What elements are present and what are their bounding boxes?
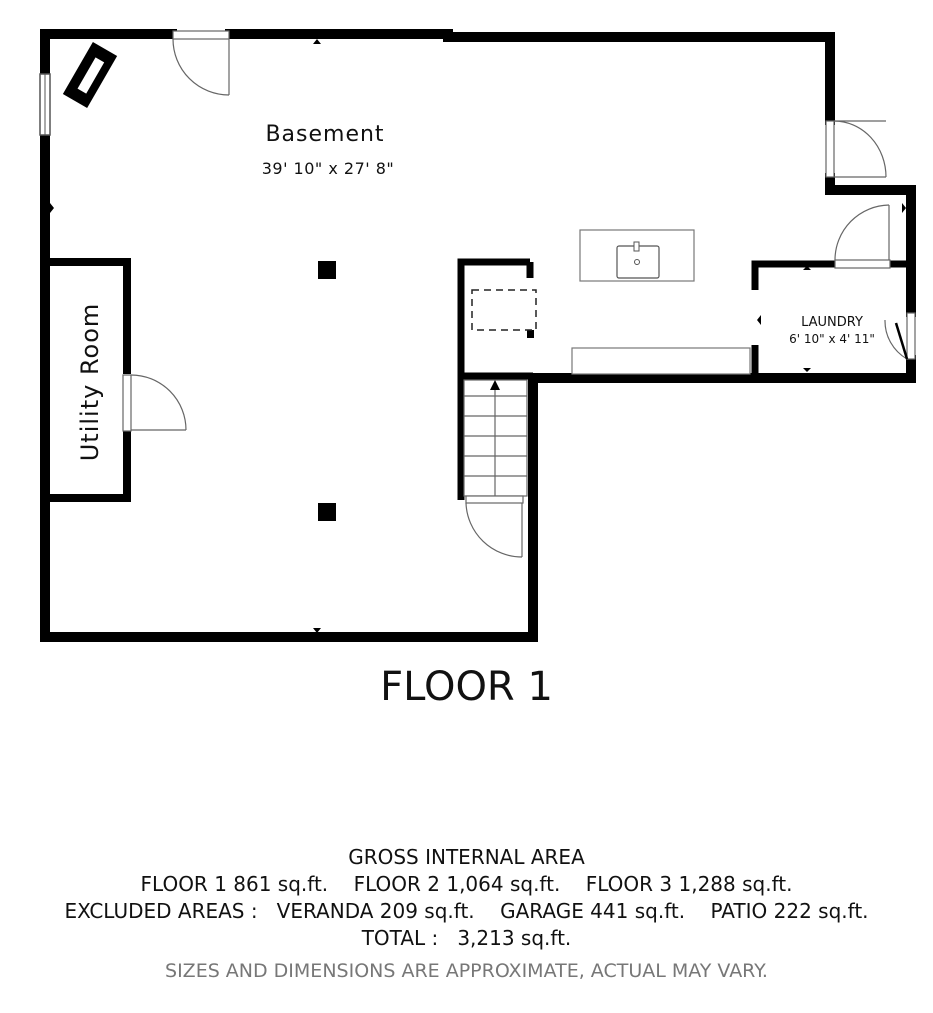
- column: [318, 503, 336, 521]
- door-laundry-side-leaf: [894, 322, 909, 360]
- total-area: TOTAL : 3,213 sq.ft.: [361, 926, 572, 950]
- door-utility: [122, 374, 132, 432]
- outer-walls: [40, 29, 916, 642]
- wall-markers: [50, 39, 906, 633]
- laundry-dims: 6' 10" x 4' 11": [789, 332, 875, 346]
- dashed-fixture: [471, 289, 537, 331]
- window-left: [39, 73, 51, 136]
- door-top: [172, 30, 230, 40]
- sink-counter: [579, 229, 695, 282]
- door-laundry-side: [906, 312, 916, 360]
- excluded-areas: EXCLUDED AREAS : VERANDA 209 sq.ft. GARA…: [64, 899, 869, 923]
- basement-dims: 39' 10" x 27' 8": [262, 159, 395, 178]
- area-summary: GROSS INTERNAL AREA FLOOR 1 861 sq.ft. F…: [0, 844, 933, 982]
- wall-counter: [571, 347, 751, 375]
- utility-room-label: Utility Room: [76, 303, 104, 462]
- drain-icon: [634, 259, 640, 265]
- stair-post: [527, 330, 534, 338]
- door-right-upper: [825, 120, 835, 178]
- door-laundry: [834, 259, 891, 269]
- floor-title: FLOOR 1: [380, 664, 553, 710]
- laundry-label: LAUNDRY: [801, 315, 863, 330]
- door-stairs: [465, 495, 524, 504]
- area-heading: GROSS INTERNAL AREA: [348, 845, 585, 869]
- floor-plan: Basement 39' 10" x 27' 8" Utility Room L…: [39, 29, 916, 642]
- disclaimer: SIZES AND DIMENSIONS ARE APPROXIMATE, AC…: [165, 960, 768, 982]
- doors: [122, 30, 916, 558]
- stairs-arrow-icon: [490, 380, 500, 390]
- stairs: [463, 379, 528, 497]
- stair-walls: [457, 258, 534, 500]
- laundry-walls: [751, 260, 911, 378]
- fireplace: [62, 42, 118, 108]
- column: [318, 261, 336, 279]
- utility-room-walls: [45, 258, 131, 502]
- basement-label: Basement: [265, 122, 384, 147]
- floor-areas: FLOOR 1 861 sq.ft. FLOOR 2 1,064 sq.ft. …: [140, 872, 793, 896]
